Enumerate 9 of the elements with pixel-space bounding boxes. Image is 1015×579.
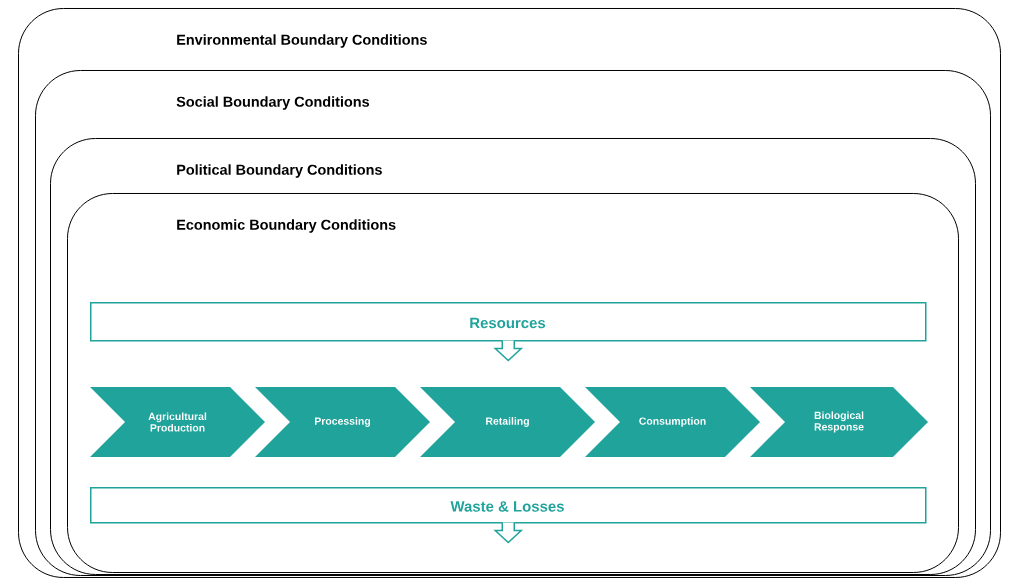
process-step: Processing — [255, 387, 430, 457]
band-box: Resources — [90, 302, 927, 342]
process-step: Biological Response — [750, 387, 928, 457]
band-box: Waste & Losses — [90, 487, 927, 524]
process-step: Retailing — [420, 387, 595, 457]
block-arrow — [493, 521, 524, 544]
process-step: Agricultural Production — [90, 387, 265, 457]
block-arrow — [493, 339, 524, 362]
process-step: Consumption — [585, 387, 760, 457]
